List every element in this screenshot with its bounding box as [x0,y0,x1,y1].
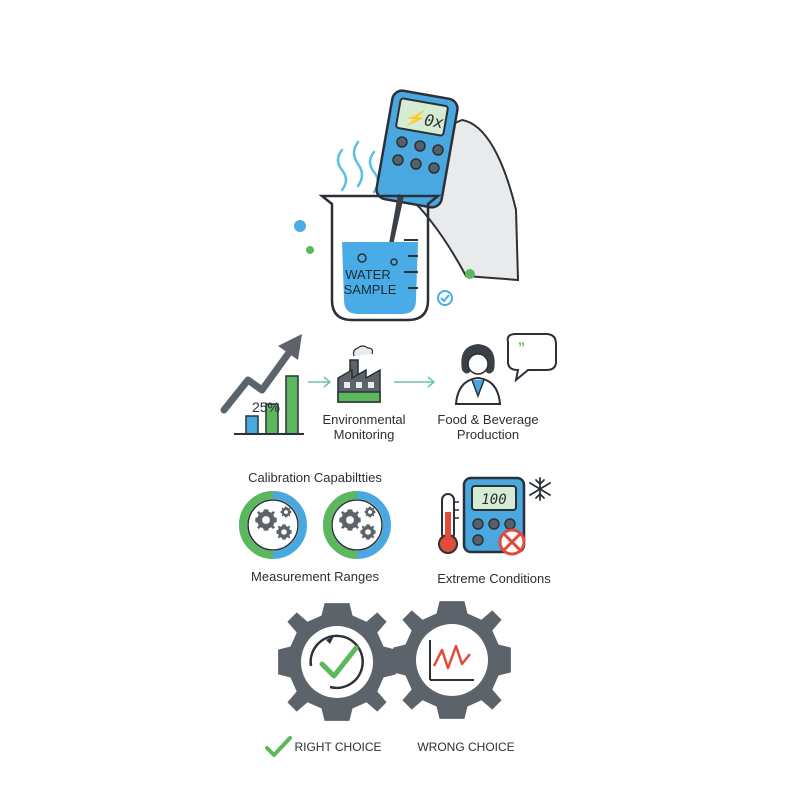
flow-arrow-2 [394,376,436,388]
factory-icon [337,345,381,403]
measurement-ranges-caption: Measurement Ranges [251,569,379,584]
calibration-ring-1 [238,491,307,559]
beaker-label-line2: SAMPLE [344,282,397,297]
extreme-conditions-caption: Extreme Conditions [437,571,551,586]
speech-bubble-icon: ” [506,333,557,383]
sector-env-label-2: Monitoring [333,427,395,442]
decorative-bubbles [294,220,475,279]
calibration-title: Calibration Capabiltties [248,470,382,485]
beaker-icon: WATER SAMPLE [318,194,442,322]
steam-icon [336,140,380,194]
flow-arrow-1 [308,376,332,388]
wrong-choice-label: WRONG CHOICE [417,740,515,754]
calibration-ring-2 [322,491,391,559]
no-entry-icon [498,528,526,556]
growth-percent: 25% [252,399,280,415]
checkmark-icon [319,645,359,679]
scientist-icon [454,344,502,405]
graph-icon [429,640,474,681]
right-choice-check-icon [265,736,292,757]
checkmark-icon [437,290,453,306]
right-choice-gear [278,603,396,721]
beaker-label-line1: WATER [345,267,391,282]
snowflake-icon [529,477,551,501]
sector-env-label-1: Environmental [322,412,406,427]
sector-food-label-1: Food & Beverage [437,412,539,427]
ph-meter-icon: ⚡0x [375,89,459,250]
sector-food-label-2: Production [456,427,520,442]
extreme-display-text: 100 [481,492,506,508]
right-choice-label: RIGHT CHOICE [294,740,382,754]
growth-chart-icon: 25% [220,334,304,435]
svg-text:”: ” [518,339,525,355]
thermometer-icon [438,493,459,554]
wrong-choice-gear [393,601,511,719]
